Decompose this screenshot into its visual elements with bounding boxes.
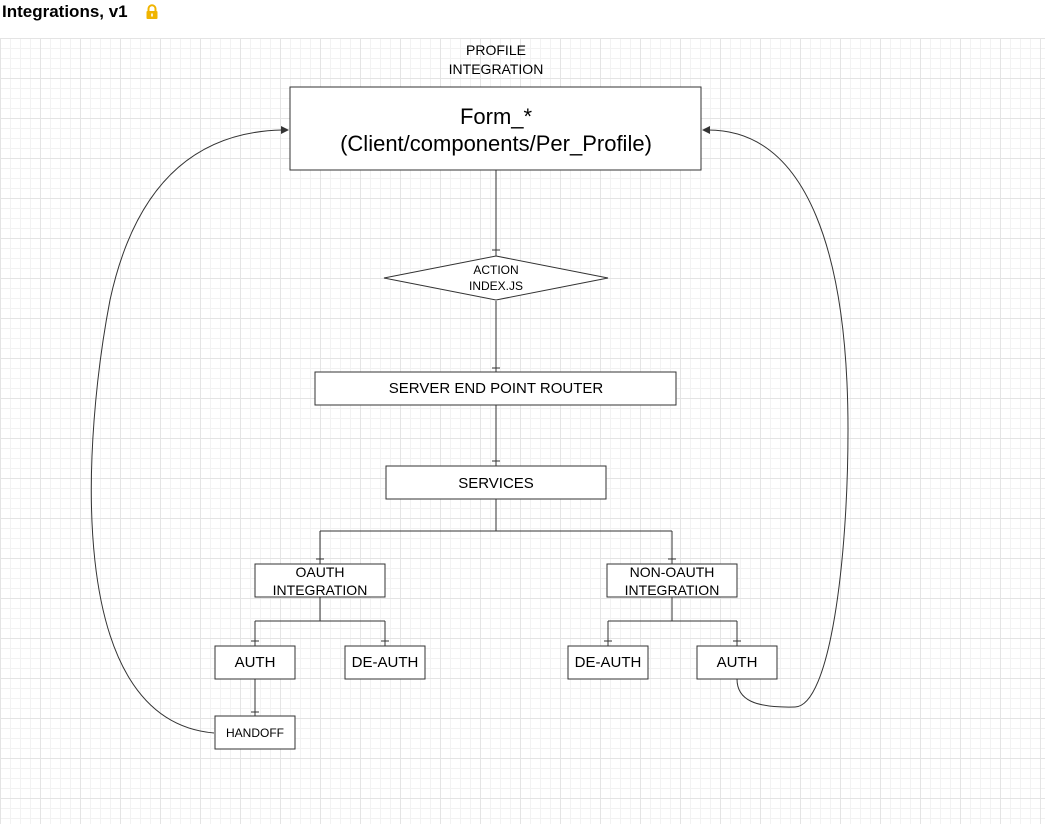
action-node: ACTION INDEX.JS (383, 255, 609, 301)
edge-handoff-loop-to-form (90, 129, 283, 734)
oauth-deauth-label: DE-AUTH (352, 654, 419, 671)
title-bar: Integrations, v1 (0, 0, 1045, 38)
arrowhead-right-form (702, 126, 710, 134)
services-node: SERVICES (385, 465, 607, 500)
oauth-node-line2: INTEGRATION (273, 582, 368, 598)
nonoauth-auth-label: AUTH (717, 654, 758, 671)
services-node-label: SERVICES (458, 475, 534, 492)
header-label-line2: INTEGRATION (449, 61, 544, 77)
oauth-auth-label: AUTH (235, 654, 276, 671)
action-node-line2: INDEX.JS (469, 279, 523, 293)
edge-auth-loop-to-form (707, 129, 849, 708)
handoff-node: HANDOFF (214, 715, 296, 750)
non-oauth-node-line1: NON-OAUTH (630, 564, 715, 580)
oauth-node: OAUTH INTEGRATION (254, 563, 386, 598)
non-oauth-node: NON-OAUTH INTEGRATION (606, 563, 738, 598)
arrowhead-left-form (281, 126, 289, 134)
oauth-node-line1: OAUTH (296, 564, 345, 580)
oauth-auth-node: AUTH (214, 645, 296, 680)
form-node: Form_* (Client/components/Per_Profile) (289, 86, 702, 171)
lock-icon (146, 4, 158, 19)
form-node-line2: (Client/components/Per_Profile) (340, 131, 652, 156)
handoff-label: HANDOFF (226, 726, 284, 740)
header-label-line1: PROFILE (466, 42, 526, 58)
nonoauth-auth-node: AUTH (696, 645, 778, 680)
action-node-line1: ACTION (473, 263, 518, 277)
non-oauth-node-line2: INTEGRATION (625, 582, 720, 598)
router-node-label: SERVER END POINT ROUTER (389, 380, 604, 397)
page-title: Integrations, v1 (2, 2, 128, 21)
oauth-deauth-node: DE-AUTH (344, 645, 426, 680)
nonoauth-deauth-label: DE-AUTH (575, 654, 642, 671)
form-node-line1: Form_* (460, 104, 533, 129)
connectors (90, 126, 849, 734)
router-node: SERVER END POINT ROUTER (314, 371, 677, 406)
nonoauth-deauth-node: DE-AUTH (567, 645, 649, 680)
